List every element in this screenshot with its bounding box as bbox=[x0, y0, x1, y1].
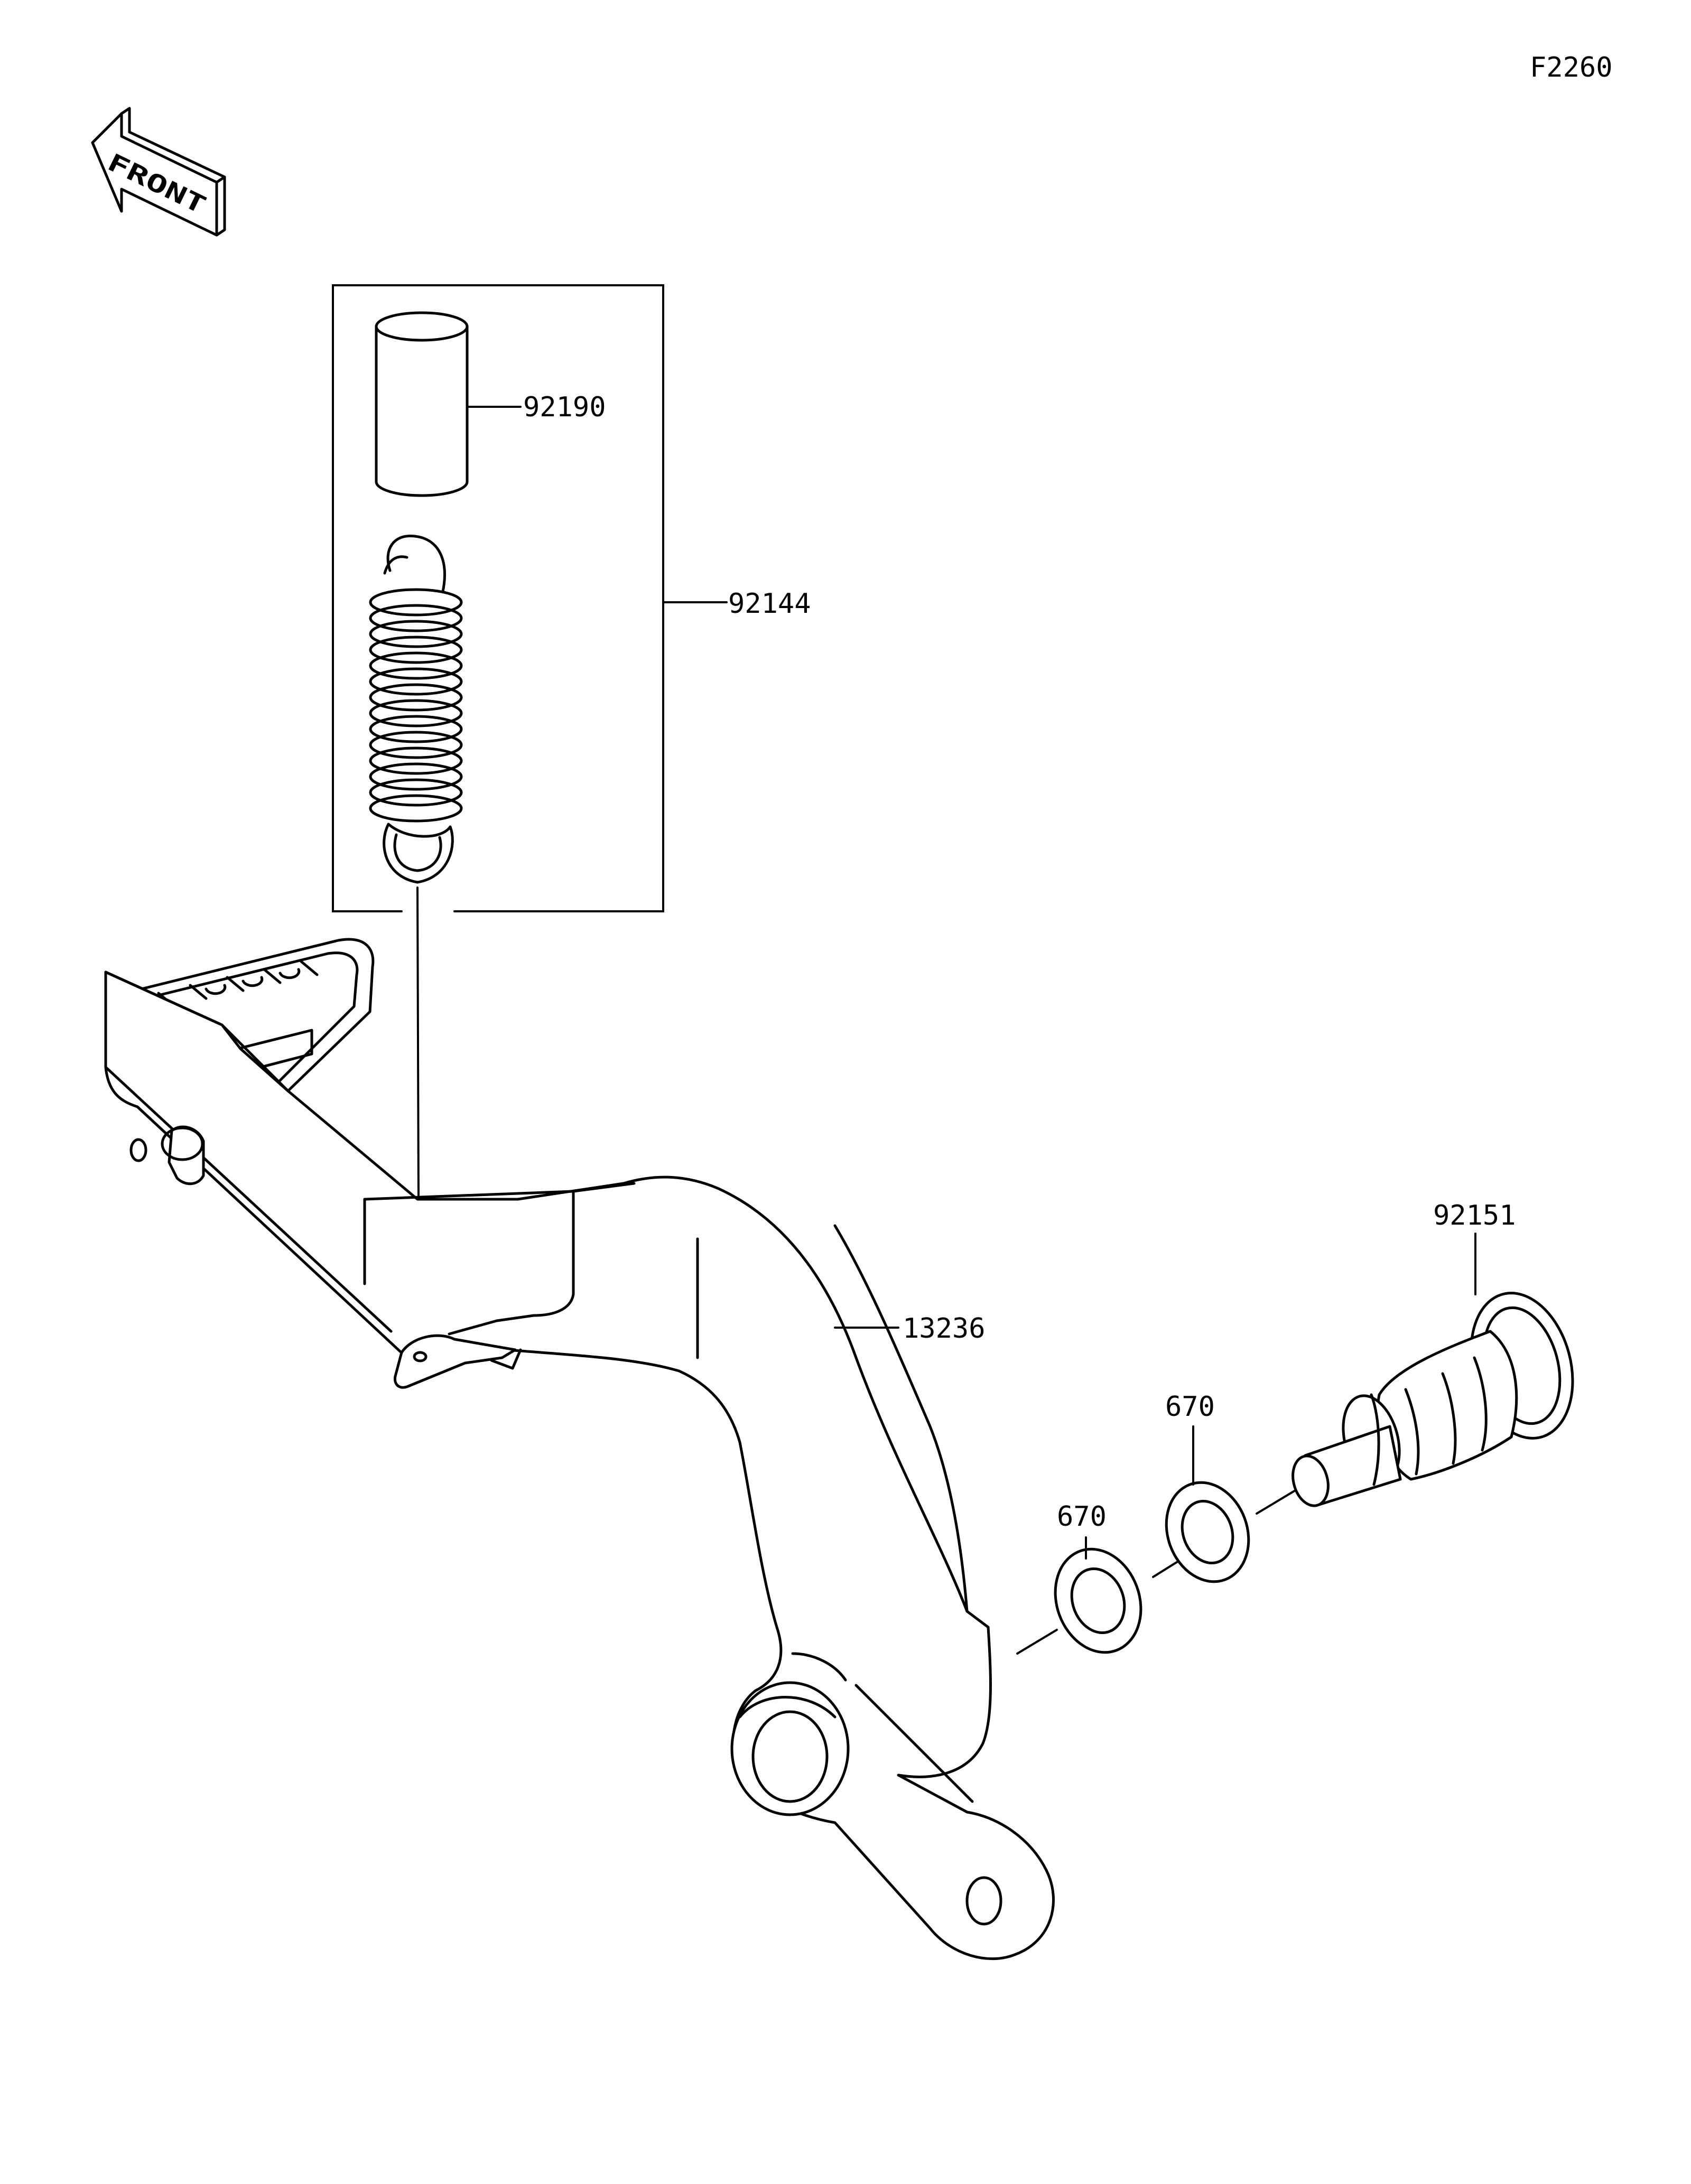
callout-13236: 13236 bbox=[903, 1313, 986, 1345]
pivot-bolt-92151 bbox=[1292, 1292, 1574, 1507]
callout-92151: 92151 bbox=[1433, 1200, 1516, 1231]
washer-670-inner bbox=[1054, 1547, 1142, 1654]
collar-92190 bbox=[375, 311, 469, 497]
spring-kit-bracket bbox=[332, 284, 664, 912]
front-direction-arrow-icon: FRONT bbox=[91, 107, 226, 237]
callout-92144: 92144 bbox=[728, 588, 811, 620]
callout-92190: 92190 bbox=[523, 391, 606, 423]
washer-670-outer bbox=[1165, 1481, 1250, 1583]
brake-pedal-13236 bbox=[104, 938, 1055, 1961]
callout-670-inner: 670 bbox=[1057, 1501, 1107, 1533]
diagram-code: F2260 bbox=[1530, 52, 1613, 83]
return-spring bbox=[369, 534, 463, 884]
callout-670-outer: 670 bbox=[1165, 1391, 1215, 1423]
